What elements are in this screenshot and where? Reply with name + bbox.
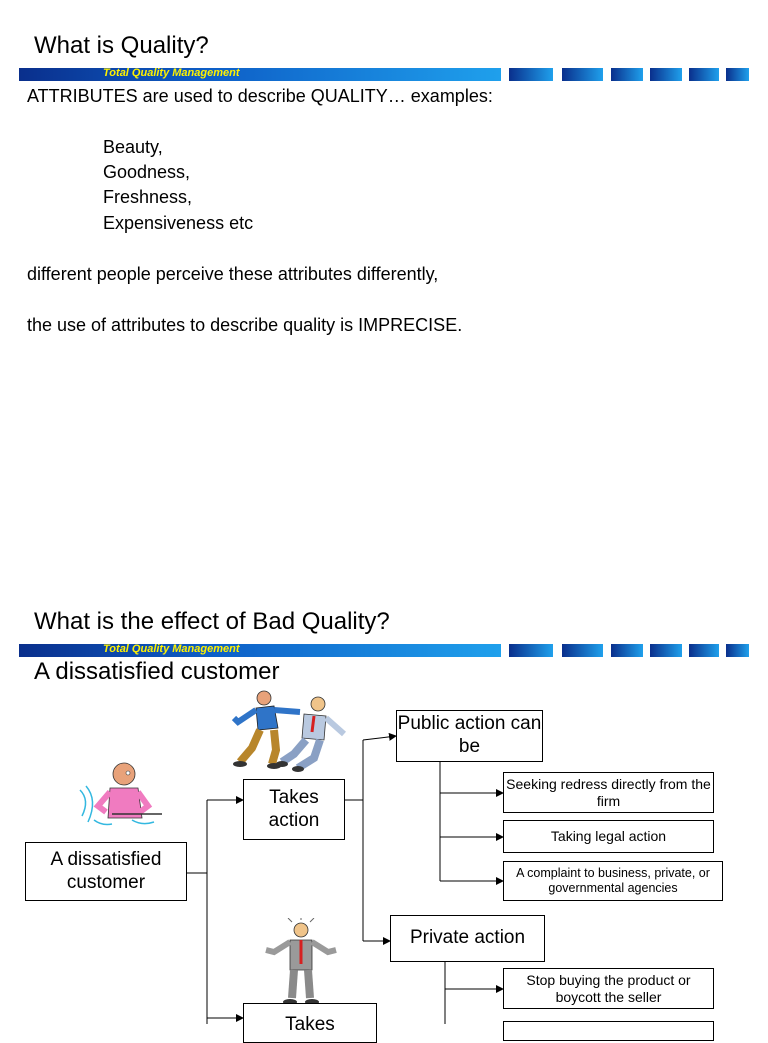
public-action-box: Public action can be (396, 710, 543, 762)
dissatisfied-customer-box: A dissatisfied customer (25, 842, 187, 901)
private-item-next (503, 1021, 714, 1041)
public-item-redress: Seeking redress directly from the firm (503, 772, 714, 813)
example-item: Beauty, (103, 137, 163, 157)
banner-label: Total Quality Management (103, 67, 240, 79)
attributes-intro: ATTRIBUTES are used to describe QUALITY…… (27, 86, 493, 106)
private-item-boycott: Stop buying the product or boycott the s… (503, 968, 714, 1009)
slide2-banner: Total Quality Management (19, 643, 749, 657)
example-item: Freshness, (103, 187, 193, 207)
example-item: Goodness, (103, 162, 191, 182)
public-item-legal: Taking legal action (503, 820, 714, 853)
slide1-title: What is Quality? (34, 32, 209, 59)
upset-customer-illustration (79, 762, 162, 826)
private-action-box: Private action (390, 915, 545, 962)
example-item: Expensiveness etc (103, 213, 254, 233)
slide2-subtitle: A dissatisfied customer (34, 658, 280, 685)
slide2-title: What is the effect of Bad Quality? (34, 608, 390, 635)
takes-bottom-box: Takes (243, 1003, 377, 1043)
public-item-complaint: A complaint to business, private, or gov… (503, 861, 723, 901)
takes-action-box: Takes action (243, 779, 345, 840)
slide1-banner: Total Quality Management (19, 67, 749, 81)
imprecise-paragraph: the use of attributes to describe qualit… (27, 315, 463, 335)
perception-paragraph: different people perceive these attribut… (27, 264, 439, 284)
banner-label: Total Quality Management (103, 643, 240, 655)
fighting-people-illustration (231, 690, 346, 772)
shrugging-man-illustration (265, 918, 337, 1005)
